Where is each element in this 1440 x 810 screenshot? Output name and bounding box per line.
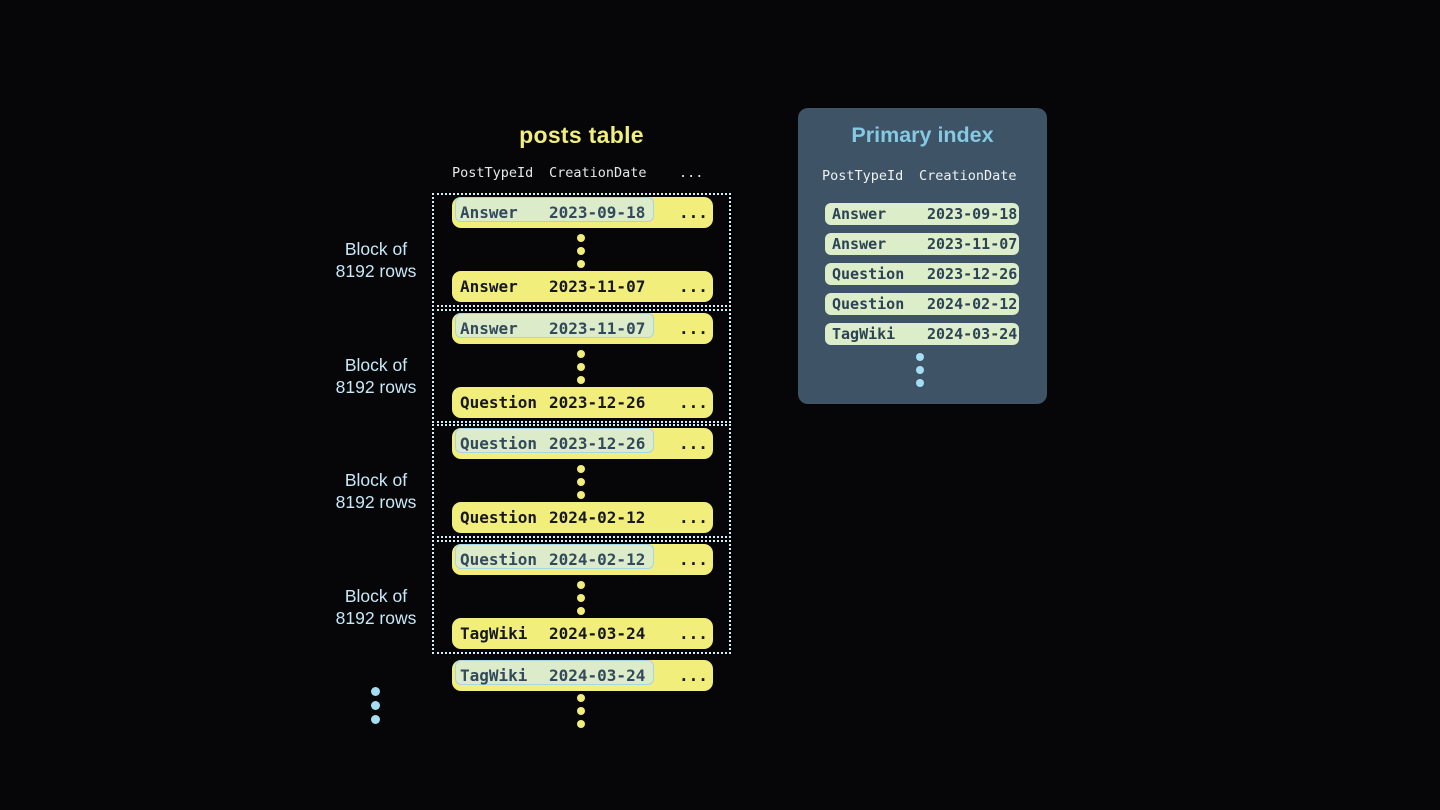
column-label-posttypeid: PostTypeId	[452, 165, 534, 181]
block-label-line2: 8192 rows	[335, 491, 417, 512]
index-highlight-box	[455, 660, 654, 685]
table-row-block4-first: Question 2024-02-12 ...	[452, 544, 713, 575]
index-row: TagWiki 2024-03-24	[825, 323, 1019, 345]
block-label-line1: Block of	[344, 470, 408, 490]
row-more: ...	[679, 203, 708, 222]
block-label-line1: Block of	[344, 586, 408, 606]
block-label-line2: 8192 rows	[335, 260, 417, 281]
table-row-overflow: TagWiki 2024-03-24 ...	[452, 660, 713, 691]
block-2-label: Block of 8192 rows	[306, 355, 446, 398]
block-3-label: Block of 8192 rows	[306, 470, 446, 513]
row-more: ...	[679, 666, 708, 685]
block-1-border	[432, 193, 731, 307]
block-label-line1: Block of	[344, 355, 408, 375]
block-2-border	[432, 309, 731, 423]
block-label-line2: 8192 rows	[335, 607, 417, 628]
row-posttypeid: TagWiki	[460, 666, 528, 685]
row-posttypeid: Answer	[460, 319, 518, 338]
row-creationdate: 2024-02-12	[927, 295, 1018, 313]
row-posttypeid: Answer	[460, 203, 518, 222]
column-label-posttypeid: PostTypeId	[822, 168, 904, 184]
row-creationdate: 2023-12-26	[927, 265, 1018, 283]
table-row-block2-last: Question 2023-12-26 ...	[452, 387, 713, 418]
table-row-block4-last: TagWiki 2024-03-24 ...	[452, 618, 713, 649]
row-posttypeid: Question	[832, 295, 905, 313]
ellipsis-dots-icon	[577, 694, 585, 728]
row-posttypeid: Answer	[832, 235, 887, 253]
row-creationdate: 2024-02-12	[549, 550, 646, 569]
primary-index-panel: Primary index PostTypeId CreationDate An…	[798, 108, 1047, 404]
ellipsis-dots-icon	[577, 234, 585, 268]
row-posttypeid: Question	[832, 265, 905, 283]
index-row: Question 2024-02-12	[825, 293, 1019, 315]
table-row-block2-first: Answer 2023-11-07 ...	[452, 313, 713, 344]
index-row: Question 2023-12-26	[825, 263, 1019, 285]
row-creationdate: 2023-09-18	[549, 203, 646, 222]
row-more: ...	[679, 393, 708, 412]
row-creationdate: 2023-11-07	[549, 319, 646, 338]
index-row: Answer 2023-11-07	[825, 233, 1019, 255]
more-blocks-ellipsis-icon	[371, 687, 380, 724]
index-highlight-box	[455, 197, 654, 222]
row-posttypeid: TagWiki	[460, 624, 528, 643]
ellipsis-dots-icon	[577, 581, 585, 615]
row-creationdate: 2024-03-24	[927, 325, 1018, 343]
row-posttypeid: Answer	[832, 205, 887, 223]
row-creationdate: 2024-03-24	[549, 666, 646, 685]
row-creationdate: 2023-11-07	[549, 277, 646, 296]
row-posttypeid: Answer	[460, 277, 518, 296]
row-posttypeid: Question	[460, 434, 538, 453]
row-more: ...	[679, 508, 708, 527]
row-creationdate: 2023-12-26	[549, 434, 646, 453]
block-1-label: Block of 8192 rows	[306, 239, 446, 282]
block-4-label: Block of 8192 rows	[306, 586, 446, 629]
ellipsis-dots-icon	[577, 350, 585, 384]
index-highlight-box	[455, 544, 654, 569]
block-label-line1: Block of	[344, 239, 408, 259]
row-creationdate: 2024-02-12	[549, 508, 646, 527]
index-row: Answer 2023-09-18	[825, 203, 1019, 225]
row-more: ...	[679, 319, 708, 338]
row-creationdate: 2023-12-26	[549, 393, 646, 412]
primary-index-column-header: PostTypeId CreationDate	[822, 168, 1032, 185]
table-row-block1-last: Answer 2023-11-07 ...	[452, 271, 713, 302]
row-more: ...	[679, 434, 708, 453]
primary-index-title: Primary index	[851, 123, 994, 147]
row-posttypeid: Question	[460, 508, 538, 527]
posts-table-title: posts table	[519, 122, 644, 148]
index-highlight-box	[455, 313, 654, 338]
row-posttypeid: TagWiki	[832, 325, 896, 343]
block-4-border	[432, 540, 731, 654]
row-creationdate: 2023-11-07	[927, 235, 1018, 253]
block-3-border	[432, 424, 731, 538]
index-highlight-box	[455, 428, 654, 453]
ellipsis-dots-icon	[916, 353, 924, 387]
block-label-line2: 8192 rows	[335, 376, 417, 397]
row-posttypeid: Question	[460, 393, 538, 412]
column-label-more: ...	[679, 165, 704, 181]
posts-table-column-header: PostTypeId CreationDate ...	[452, 165, 732, 183]
row-creationdate: 2024-03-24	[549, 624, 646, 643]
row-more: ...	[679, 550, 708, 569]
row-more: ...	[679, 624, 708, 643]
row-more: ...	[679, 277, 708, 296]
table-row-block3-first: Question 2023-12-26 ...	[452, 428, 713, 459]
column-label-creationdate: CreationDate	[549, 165, 647, 181]
table-row-block1-first: Answer 2023-09-18 ...	[452, 197, 713, 228]
row-posttypeid: Question	[460, 550, 538, 569]
table-row-block3-last: Question 2024-02-12 ...	[452, 502, 713, 533]
row-creationdate: 2023-09-18	[927, 205, 1018, 223]
ellipsis-dots-icon	[577, 465, 585, 499]
column-label-creationdate: CreationDate	[919, 168, 1017, 184]
